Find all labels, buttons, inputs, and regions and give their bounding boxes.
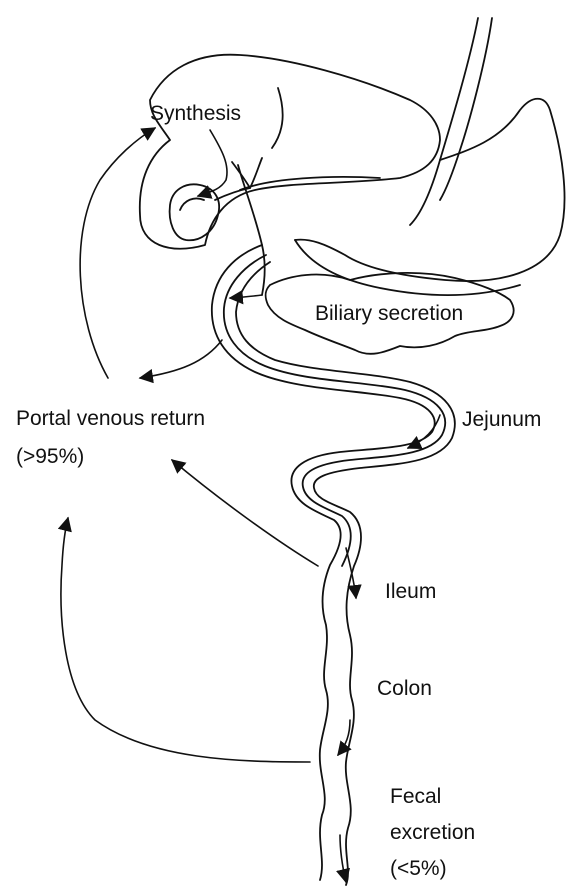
label-colon: Colon (377, 677, 432, 700)
label-jejunum: Jejunum (462, 408, 541, 431)
liver-outline (140, 55, 440, 249)
label-portal-percent: (>95%) (16, 445, 84, 468)
label-portal-venous-return: Portal venous return (16, 407, 205, 430)
esophagus-line-right (440, 18, 492, 200)
arrow-portal-to-liver (80, 128, 155, 378)
label-fecal-percent: (<5%) (390, 857, 447, 880)
arrow-fecal-excretion (340, 835, 346, 882)
arrow-duodenum-to-portal (140, 340, 222, 378)
arrow-colon-to-portal (61, 518, 310, 762)
label-ileum: Ileum (385, 580, 436, 603)
liver-fissure (272, 88, 283, 148)
arrow-duct-to-duodenum (230, 295, 262, 298)
gallbladder-inner (180, 198, 204, 210)
label-synthesis: Synthesis (150, 102, 241, 125)
arrow-ileum-to-portal (172, 460, 318, 566)
duct-branch-2 (232, 162, 250, 188)
label-biliary-secretion: Biliary secretion (315, 302, 463, 325)
label-fecal: Fecal (390, 785, 441, 808)
gallbladder-outline (170, 184, 219, 240)
label-excretion: excretion (390, 821, 475, 844)
